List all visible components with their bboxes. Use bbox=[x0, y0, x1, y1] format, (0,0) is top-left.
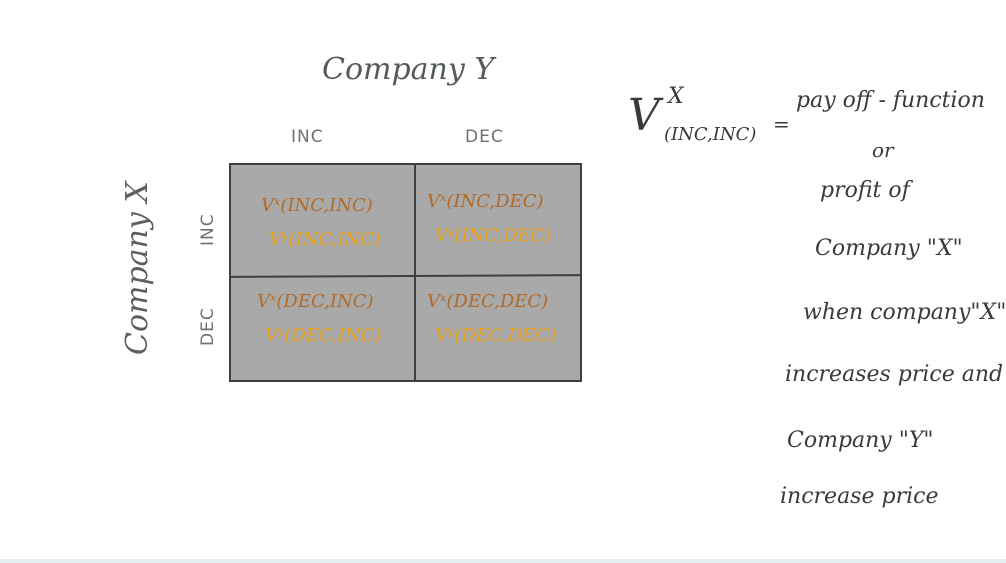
payoff-y-dec-inc: Vʸ(DEC,INC) bbox=[265, 325, 382, 346]
payoff-formula: V bbox=[628, 90, 660, 141]
matrix-vertical-divider bbox=[414, 165, 416, 380]
note-line-company-y: Company "Y" bbox=[787, 428, 934, 453]
bottom-border-strip bbox=[0, 559, 1006, 563]
company-y-title: Company Y bbox=[322, 52, 495, 87]
row-label-dec: DEC bbox=[198, 307, 218, 346]
row-label-inc: INC bbox=[198, 213, 218, 246]
cell-dec-inc: Vˣ(DEC,INC) Vʸ(DEC,INC) bbox=[257, 285, 382, 353]
cell-dec-dec: Vˣ(DEC,DEC) Vʸ(DEC,DEC) bbox=[427, 285, 556, 353]
payoff-x-dec-dec: Vˣ(DEC,DEC) bbox=[427, 291, 549, 312]
formula-equals: = bbox=[773, 112, 790, 136]
formula-subscript: (INC,INC) bbox=[664, 124, 757, 145]
matrix-horizontal-divider bbox=[230, 274, 581, 278]
payoff-y-inc-inc: Vʸ(INC,INC) bbox=[269, 229, 381, 250]
cell-inc-inc: Vˣ(INC,INC) Vʸ(INC,INC) bbox=[261, 189, 381, 257]
note-line-or: or bbox=[872, 138, 894, 162]
payoff-matrix: Vˣ(INC,INC) Vʸ(INC,INC) Vˣ(INC,DEC) Vʸ(I… bbox=[229, 163, 582, 382]
payoff-x-inc-dec: Vˣ(INC,DEC) bbox=[427, 191, 544, 212]
company-x-title: Company X bbox=[120, 181, 155, 355]
note-line-increases-price: increases price and bbox=[785, 362, 1004, 387]
column-label-dec: DEC bbox=[465, 127, 504, 147]
formula-v-symbol: V bbox=[628, 90, 660, 141]
note-line-when-company-x: when company"X" bbox=[803, 300, 1006, 325]
payoff-y-dec-dec: Vʸ(DEC,DEC) bbox=[435, 325, 557, 346]
note-line-increase-price: increase price bbox=[780, 484, 939, 509]
formula-definition: pay off - function bbox=[796, 88, 985, 113]
cell-inc-dec: Vˣ(INC,DEC) Vʸ(INC,DEC) bbox=[427, 185, 552, 253]
note-line-profit-of: profit of bbox=[820, 178, 910, 203]
note-line-company-x: Company "X" bbox=[815, 236, 963, 261]
payoff-x-dec-inc: Vˣ(DEC,INC) bbox=[257, 291, 374, 312]
payoff-x-inc-inc: Vˣ(INC,INC) bbox=[261, 195, 373, 216]
column-label-inc: INC bbox=[291, 127, 324, 147]
formula-superscript: X bbox=[668, 84, 684, 109]
payoff-y-inc-dec: Vʸ(INC,DEC) bbox=[435, 225, 552, 246]
